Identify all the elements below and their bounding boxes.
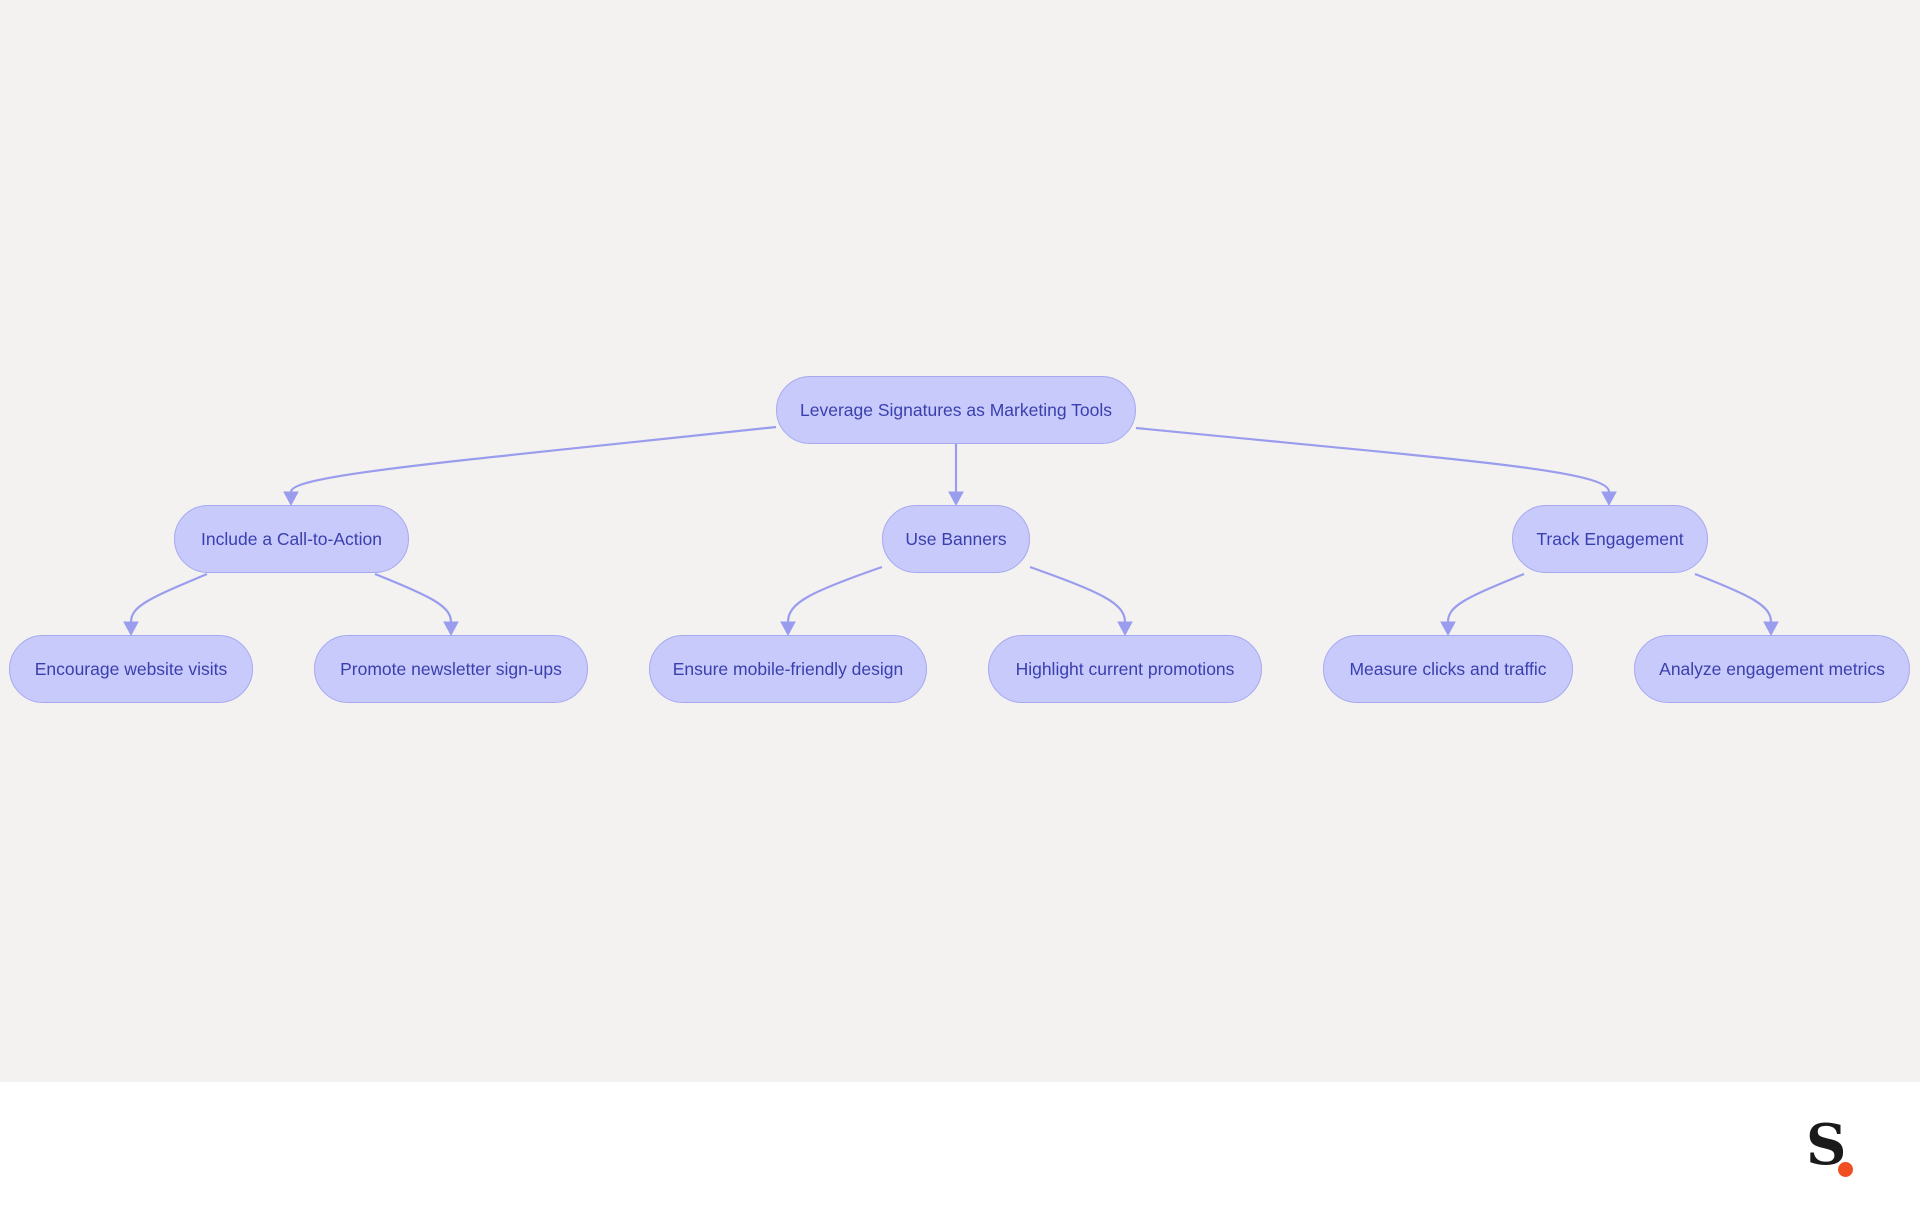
edge-cta-to-newsletter [374,572,453,623]
logo-dot [1838,1162,1853,1177]
node-track-engagement-label: Track Engagement [1536,528,1684,549]
arrowhead-clicks [1440,621,1456,637]
arrowhead-mobile-friendly [780,621,796,637]
node-encourage-website-visits-label: Encourage website visits [34,658,228,679]
edge-engagement-to-clicks [1446,572,1525,623]
footer-bar [0,1082,1920,1215]
edge-banners-to-promotions [1029,565,1127,623]
node-call-to-action-label: Include a Call-to-Action [201,528,382,549]
node-measure-clicks[interactable]: Measure clicks and traffic [1323,635,1573,703]
brand-logo: S [1800,1115,1860,1183]
node-encourage-website-visits[interactable]: Encourage website visits [9,635,253,703]
edge-cta-to-website-visits [129,572,208,623]
node-track-engagement[interactable]: Track Engagement [1512,505,1708,573]
node-mobile-friendly-design[interactable]: Ensure mobile-friendly design [649,635,927,703]
edge-banners-to-mobile-friendly [786,565,883,623]
node-mobile-friendly-design-label: Ensure mobile-friendly design [672,658,904,679]
node-use-banners[interactable]: Use Banners [882,505,1030,573]
arrowhead-call-to-action [283,491,299,507]
arrowhead-website-visits [123,621,139,637]
node-root[interactable]: Leverage Signatures as Marketing Tools [776,376,1136,444]
node-promote-newsletter-label: Promote newsletter sign-ups [340,658,562,679]
node-root-label: Leverage Signatures as Marketing Tools [800,399,1112,420]
node-analyze-metrics-label: Analyze engagement metrics [1659,658,1885,679]
node-highlight-promotions-label: Highlight current promotions [1015,658,1235,679]
arrowhead-use-banners [948,491,964,507]
edge-root-to-track-engagement [1135,426,1611,493]
node-measure-clicks-label: Measure clicks and traffic [1349,658,1547,679]
node-highlight-promotions[interactable]: Highlight current promotions [988,635,1262,703]
diagram-canvas: Leverage Signatures as Marketing Tools I… [0,0,1920,1082]
diagram-edges [123,425,1779,637]
arrowhead-newsletter [443,621,459,637]
node-use-banners-label: Use Banners [905,528,1007,549]
node-call-to-action[interactable]: Include a Call-to-Action [174,505,409,573]
edge-root-to-call-to-action [289,425,777,493]
node-analyze-metrics[interactable]: Analyze engagement metrics [1634,635,1910,703]
edge-engagement-to-metrics [1694,572,1773,623]
arrowhead-track-engagement [1601,491,1617,507]
arrowhead-metrics [1763,621,1779,637]
node-promote-newsletter[interactable]: Promote newsletter sign-ups [314,635,588,703]
arrowhead-promotions [1117,621,1133,637]
